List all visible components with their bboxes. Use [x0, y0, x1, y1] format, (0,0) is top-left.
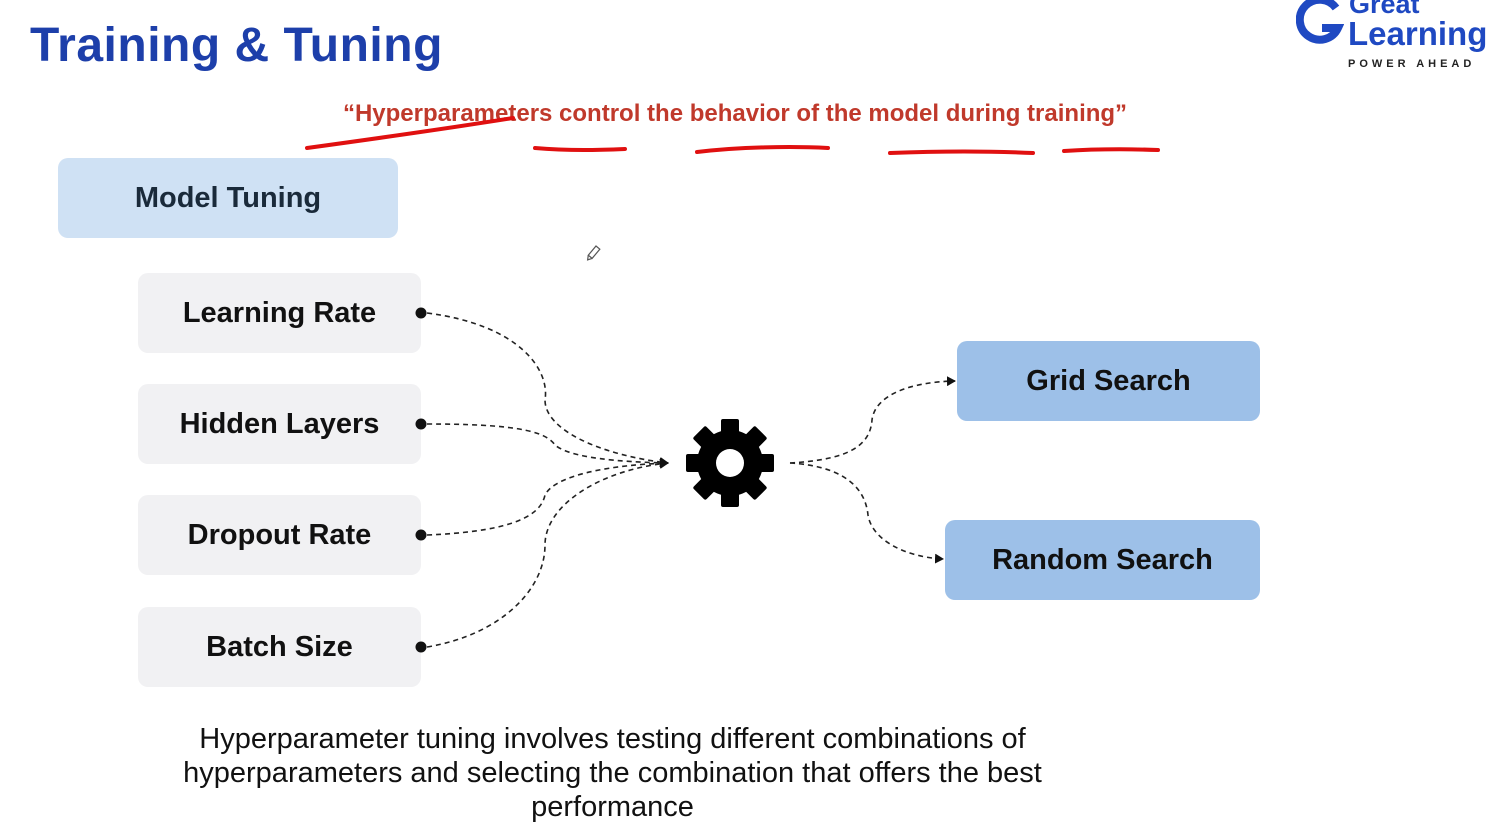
connector-dropout-rate [426, 458, 669, 536]
logo-word-learning: Learning [1348, 15, 1488, 52]
annotation-underline-4 [888, 149, 1035, 155]
param-box-learning-rate: Learning Rate [138, 273, 421, 353]
page-title: Training & Tuning [30, 19, 443, 72]
param-box-dropout-rate: Dropout Rate [138, 495, 421, 575]
logo-g-icon [1296, 0, 1344, 44]
method-box-random-search: Random Search [945, 520, 1260, 600]
annotation-underline-2 [533, 146, 627, 152]
logo-word-great: Great [1349, 0, 1420, 19]
annotation-underline-1 [305, 116, 515, 150]
param-box-hidden-layers: Hidden Layers [138, 384, 421, 464]
connector-dot-hidden-layers [415, 418, 427, 430]
footer-description: Hyperparameter tuning involves testing d… [183, 723, 1042, 823]
connector-dot-learning-rate [415, 307, 427, 319]
annotation-underline-5 [1062, 147, 1160, 153]
connector-random-search [789, 462, 944, 564]
connector-learning-rate [426, 312, 669, 468]
model-tuning-box: Model Tuning [58, 158, 398, 238]
gear-icon [686, 419, 774, 507]
connector-dot-dropout-rate [415, 529, 427, 541]
annotation-underline-3 [695, 145, 830, 154]
param-box-batch-size: Batch Size [138, 607, 421, 687]
logo-tagline: POWER AHEAD [1348, 58, 1476, 70]
connector-grid-search [789, 376, 956, 464]
great-learning-logo: Great Learning POWER AHEAD [1296, 0, 1496, 78]
connector-dot-batch-size [415, 641, 427, 653]
pencil-cursor-icon [586, 245, 601, 261]
method-box-grid-search: Grid Search [957, 341, 1260, 421]
